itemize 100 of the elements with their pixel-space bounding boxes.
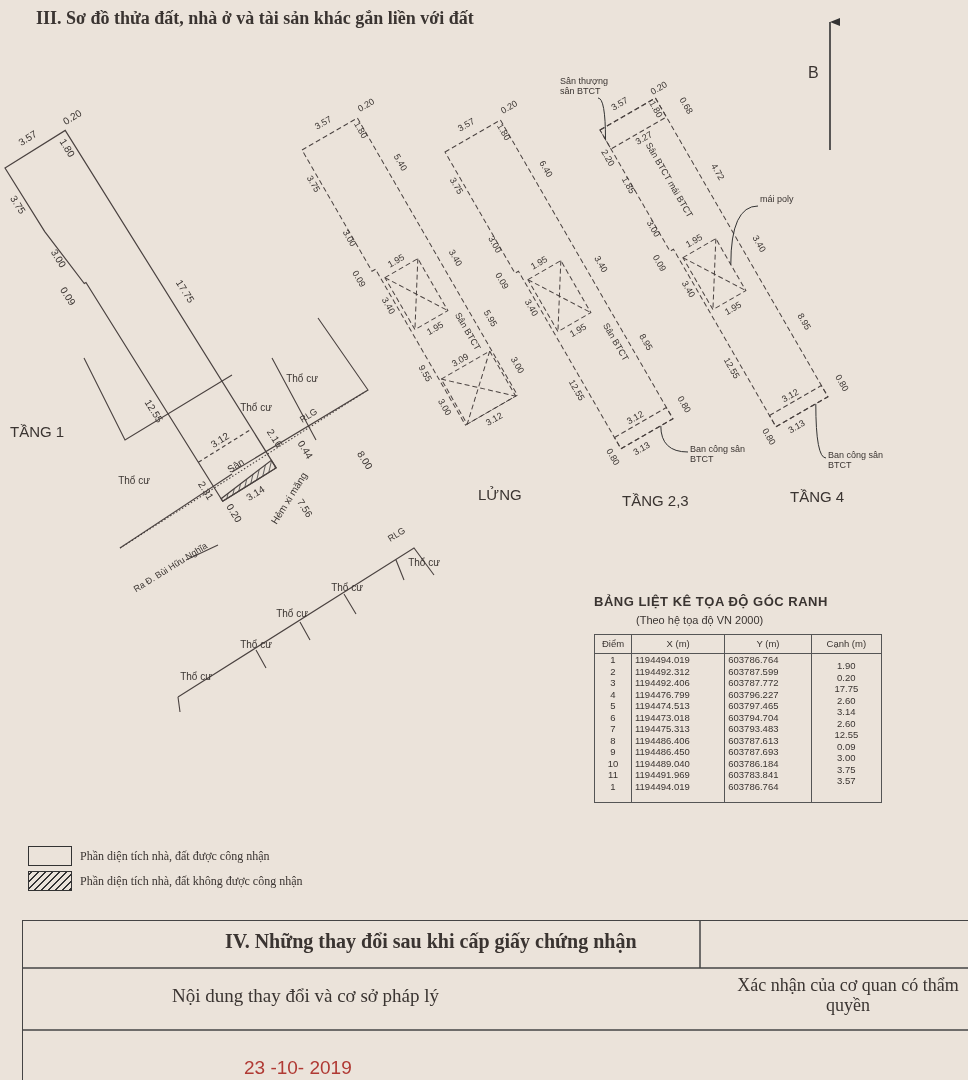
boundary-label: RLG bbox=[385, 525, 407, 544]
column-header: Xác nhận của cơ quan có thẩm quyền bbox=[736, 975, 960, 1015]
table-cell: 603787.599 bbox=[724, 665, 812, 677]
table-cell: 603783.841 bbox=[724, 769, 812, 781]
dimension-label: 0.20 bbox=[648, 79, 669, 97]
table-cell: 603796.227 bbox=[724, 688, 812, 700]
leader-line bbox=[730, 205, 759, 266]
area-label: Sân bbox=[225, 456, 247, 475]
dimension-label: 0.20 bbox=[355, 96, 377, 114]
table-cell: 10 bbox=[594, 757, 632, 769]
dimension-label: 3.12 bbox=[484, 410, 505, 428]
table-cell: 1 bbox=[594, 653, 632, 666]
area-label: Thổ cư bbox=[408, 557, 440, 568]
table-cell: 1194474.513 bbox=[631, 700, 725, 712]
floor-title: TẦNG 2,3 bbox=[622, 492, 689, 509]
leader-line bbox=[597, 97, 606, 140]
table-cell: 3.57 bbox=[837, 775, 856, 786]
table-cell: 1194494.019 bbox=[631, 780, 725, 803]
area-label: Thổ cư bbox=[180, 671, 212, 682]
boundary-label: RLG bbox=[297, 406, 319, 425]
floor-title: TẦNG 1 bbox=[10, 423, 65, 440]
table-cell: 5 bbox=[594, 700, 632, 712]
dimension-label: 1.95 bbox=[683, 232, 705, 250]
table-cell: 1194476.799 bbox=[631, 688, 725, 700]
dimension-label: 3.12 bbox=[208, 430, 231, 450]
dimension-label: 0.20 bbox=[61, 107, 84, 127]
table-cell: 1.90 bbox=[837, 660, 856, 671]
table-cell: 2.60 bbox=[837, 694, 856, 706]
dimension-label: 3.57 bbox=[456, 116, 477, 134]
dimension-label: 3.57 bbox=[313, 114, 334, 132]
dimension-label: 3.57 bbox=[609, 95, 630, 113]
table-subtitle: (Theo hệ tọa độ VN 2000) bbox=[636, 614, 764, 626]
table-cell: 603787.613 bbox=[724, 734, 812, 746]
table-header: Cạnh (m) bbox=[811, 634, 882, 654]
table-cell: 603787.693 bbox=[724, 746, 812, 758]
dimension-label: 1.95 bbox=[424, 319, 446, 338]
callout-text: mái poly bbox=[760, 194, 822, 204]
area-label: Thổ cư bbox=[240, 639, 272, 650]
table-cell: 603793.483 bbox=[724, 723, 812, 735]
dimension-label: 1.95 bbox=[567, 321, 589, 340]
table-cell: 1194489.040 bbox=[631, 757, 725, 769]
table-cell: 3 bbox=[594, 677, 632, 689]
leader-line bbox=[660, 425, 689, 453]
table-cell: 7 bbox=[594, 723, 632, 735]
table-cell: 603797.465 bbox=[724, 700, 812, 712]
table-cell: 11 bbox=[594, 769, 632, 781]
legend-text: Phần diện tích nhà, đất không được công nhận bbox=[80, 873, 303, 889]
table-cell: 603786.764 bbox=[724, 780, 812, 803]
table-cell: 1194491.969 bbox=[631, 769, 725, 781]
table-cell: 9 bbox=[594, 746, 632, 758]
north-label: B bbox=[808, 64, 819, 81]
dimension-label: 1.95 bbox=[722, 299, 744, 318]
dimension-label: 3.14 bbox=[244, 483, 267, 504]
dimension-label: 3.13 bbox=[786, 417, 807, 436]
dimension-label: 3.13 bbox=[631, 439, 652, 458]
dimension-label: 3.09 bbox=[450, 351, 471, 369]
table-cell: 3.14 bbox=[837, 706, 856, 717]
dimension-label: 3.12 bbox=[625, 408, 646, 427]
table-cell: 8 bbox=[594, 734, 632, 746]
callout-text: Ban công sân BTCT bbox=[690, 444, 752, 464]
table-title: BẢNG LIỆT KÊ TỌA ĐỘ GÓC RANH bbox=[594, 594, 828, 609]
table-cell: 1194492.312 bbox=[631, 665, 725, 677]
dimension-label: 3.12 bbox=[780, 386, 801, 405]
table-cell: 2.60 bbox=[837, 717, 856, 729]
table-cell: 603786.184 bbox=[724, 757, 812, 769]
table-cell: 2 bbox=[594, 665, 632, 677]
table-cell: 1194486.450 bbox=[631, 746, 725, 758]
floor-title: LỬNG bbox=[478, 486, 522, 503]
table-cell: 603787.772 bbox=[724, 677, 812, 689]
table-cell: 3.75 bbox=[837, 763, 856, 775]
callout-text: Sân thượng sân BTCT bbox=[560, 76, 622, 96]
area-label: Thổ cư bbox=[331, 582, 363, 593]
table-header: Y (m) bbox=[724, 634, 812, 654]
leader-line bbox=[815, 403, 827, 459]
table-cell: 17.75 bbox=[834, 683, 859, 694]
table-header: X (m) bbox=[631, 634, 725, 654]
callout-text: Ban công sân BTCT bbox=[828, 450, 890, 470]
table-cell: 0.09 bbox=[837, 740, 856, 752]
title-text: III. Sơ đồ thửa đất, nhà ở và tài sản khác gắn liền với đất bbox=[36, 8, 474, 29]
floor-title: TẦNG 4 bbox=[790, 488, 845, 505]
table-header: Điểm bbox=[594, 634, 632, 654]
section-heading: IV. Những thay đổi sau khi cấp giấy chứng nhận bbox=[225, 930, 637, 953]
table-cell: 6 bbox=[594, 711, 632, 723]
table-cell: 1194473.018 bbox=[631, 711, 725, 723]
table-cell: 0.20 bbox=[837, 671, 856, 683]
table-cell: 4 bbox=[594, 688, 632, 700]
table-cell: 1194475.313 bbox=[631, 723, 725, 735]
legend-text: Phần diện tích nhà, đất được công nhận bbox=[80, 848, 270, 864]
column-header: Nội dung thay đổi và cơ sở pháp lý bbox=[172, 985, 440, 1007]
table-cell: 1194492.406 bbox=[631, 677, 725, 689]
area-label: Thổ cư bbox=[276, 608, 308, 619]
table-cell: 1194494.019 bbox=[631, 653, 725, 666]
dimension-label: 3.57 bbox=[16, 128, 39, 148]
table-cell: 12.55 bbox=[834, 729, 859, 740]
table-cell: 3.00 bbox=[837, 752, 856, 763]
dimension-label: 1.95 bbox=[385, 252, 407, 270]
dimension-label: 0.20 bbox=[498, 98, 520, 116]
dimension-label: 1.95 bbox=[528, 254, 550, 272]
area-label: Thổ cư bbox=[286, 373, 318, 384]
table-cell: 603794.704 bbox=[724, 711, 812, 723]
